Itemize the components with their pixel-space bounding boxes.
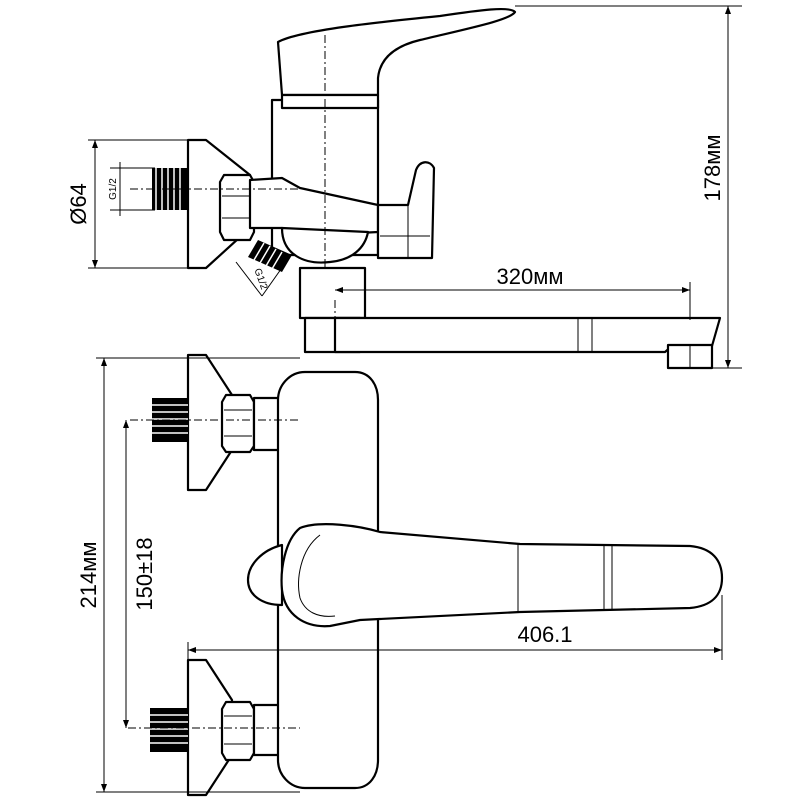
front-view: [128, 353, 724, 797]
front-lower-nut: [220, 700, 256, 762]
side-lever-handle: [276, 7, 517, 97]
front-dimensions: 214мм 150±18 406.1: [76, 357, 723, 793]
side-dimensions: Ø64 G1/2 G1/2 320мм 178мм: [66, 5, 742, 369]
side-hex-nut: [218, 173, 256, 242]
front-lever-handle: [280, 523, 724, 628]
side-diverter-knob: [376, 161, 436, 260]
dim-thread-inlet: G1/2: [251, 267, 269, 292]
dim-spout-length: 320мм: [497, 264, 564, 289]
dim-total-reach: 406.1: [517, 622, 572, 647]
dim-thread-top: G1/2: [108, 178, 119, 200]
front-upper-nut: [220, 393, 256, 454]
side-inlet-thread: [248, 240, 292, 272]
front-lower-thread: [150, 708, 188, 752]
side-spout-swivel: [298, 266, 367, 320]
dim-total-width: 214мм: [76, 542, 101, 609]
dim-flange-diameter: Ø64: [66, 183, 91, 225]
side-view: [130, 7, 722, 370]
dim-total-height: 178мм: [700, 135, 725, 202]
side-spout-tube: [333, 316, 722, 354]
front-diverter-knob: [246, 543, 284, 607]
dim-center-distance: 150±18: [132, 537, 157, 610]
side-handle-base: [280, 93, 380, 110]
